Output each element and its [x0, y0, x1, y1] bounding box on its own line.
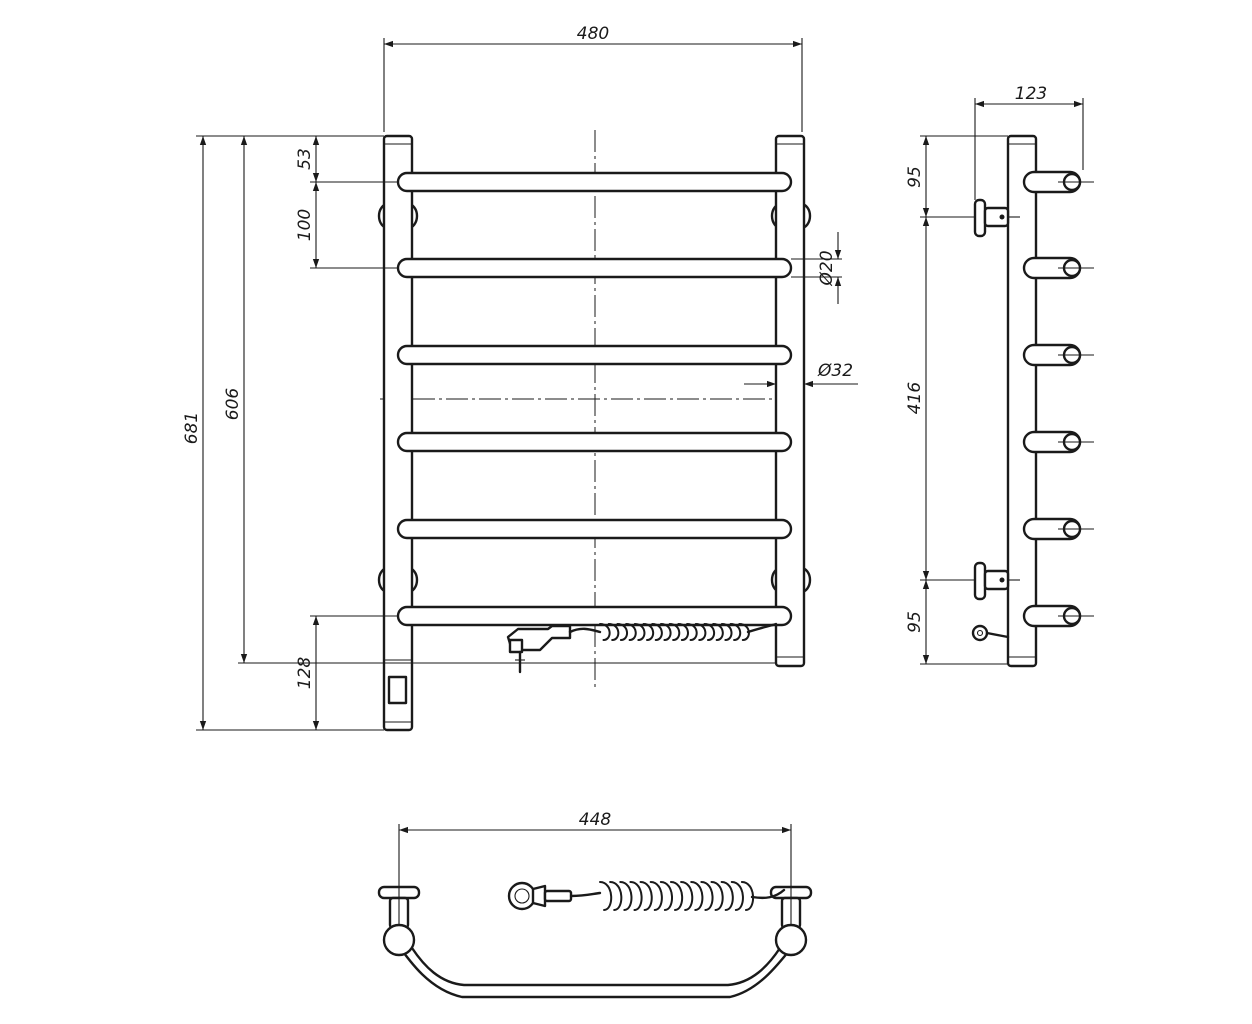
rail-diameter-label: Ø20: [817, 250, 837, 286]
dimension-side-mount: 416: [905, 217, 975, 581]
mount-distance-label: 606: [223, 388, 243, 421]
side-rail-end: [1022, 430, 1094, 454]
side-wall-bracket-bottom: [973, 561, 1020, 601]
dimension-rail-pitch: 100: [295, 182, 398, 269]
side-rail-end: [1022, 256, 1094, 280]
rail-2: [396, 257, 793, 279]
right-post: [774, 134, 806, 668]
side-top-label: 95: [905, 166, 925, 188]
dimension-bottom-offset: 128: [295, 615, 398, 731]
rail-4: [396, 431, 793, 453]
rail-3: [396, 344, 793, 366]
side-view: 123 95 416 95: [905, 84, 1094, 668]
depth-label: 123: [1015, 84, 1047, 104]
bottom-power-plug-icon: [507, 881, 602, 911]
height-overall-label: 681: [182, 412, 202, 444]
rail-5: [396, 518, 793, 540]
bottom-u-rail: [394, 940, 798, 999]
dimension-side-top: 95: [905, 135, 1008, 218]
side-power-plug-icon: [971, 624, 1010, 642]
dimension-bottom-width: 448: [398, 810, 792, 925]
dimension-side-bottom: 95: [905, 580, 1008, 665]
side-rail-ends: [1022, 170, 1094, 628]
dimension-depth: 123: [974, 84, 1084, 200]
dimension-top-offset: 53: [295, 135, 398, 183]
side-wall-bracket-top: [973, 198, 1020, 238]
side-rail-end: [1022, 343, 1094, 367]
rail-pitch-label: 100: [295, 209, 315, 241]
bottom-offset-label: 128: [295, 657, 315, 690]
bottom-width-label: 448: [579, 810, 612, 830]
post-diameter-label: Ø32: [817, 361, 853, 381]
side-mount-label: 416: [905, 382, 925, 415]
rail-6: [396, 605, 793, 627]
coiled-cable-icon: [568, 622, 778, 641]
width-overall-label: 480: [577, 24, 609, 44]
rails: [396, 171, 793, 627]
power-plug-icon: [506, 624, 572, 674]
bottom-view: 448: [377, 810, 813, 999]
dimension-width-overall: 480: [383, 24, 803, 132]
side-rail-end: [1022, 604, 1094, 628]
dimension-height-overall: 681: [182, 135, 384, 731]
rail-1: [396, 171, 793, 193]
control-display-icon: [387, 675, 408, 705]
front-view: 480 681 606 53 100: [182, 24, 858, 732]
side-bottom-label: 95: [905, 611, 925, 633]
side-rail-end: [1022, 517, 1094, 541]
dimension-post-diameter: Ø32: [744, 361, 858, 388]
dimension-rail-diameter: Ø20: [791, 232, 842, 304]
side-post: [1006, 134, 1038, 668]
bottom-coiled-cable-icon: [599, 881, 755, 911]
side-rail-end: [1022, 170, 1094, 194]
top-offset-label: 53: [295, 148, 315, 170]
